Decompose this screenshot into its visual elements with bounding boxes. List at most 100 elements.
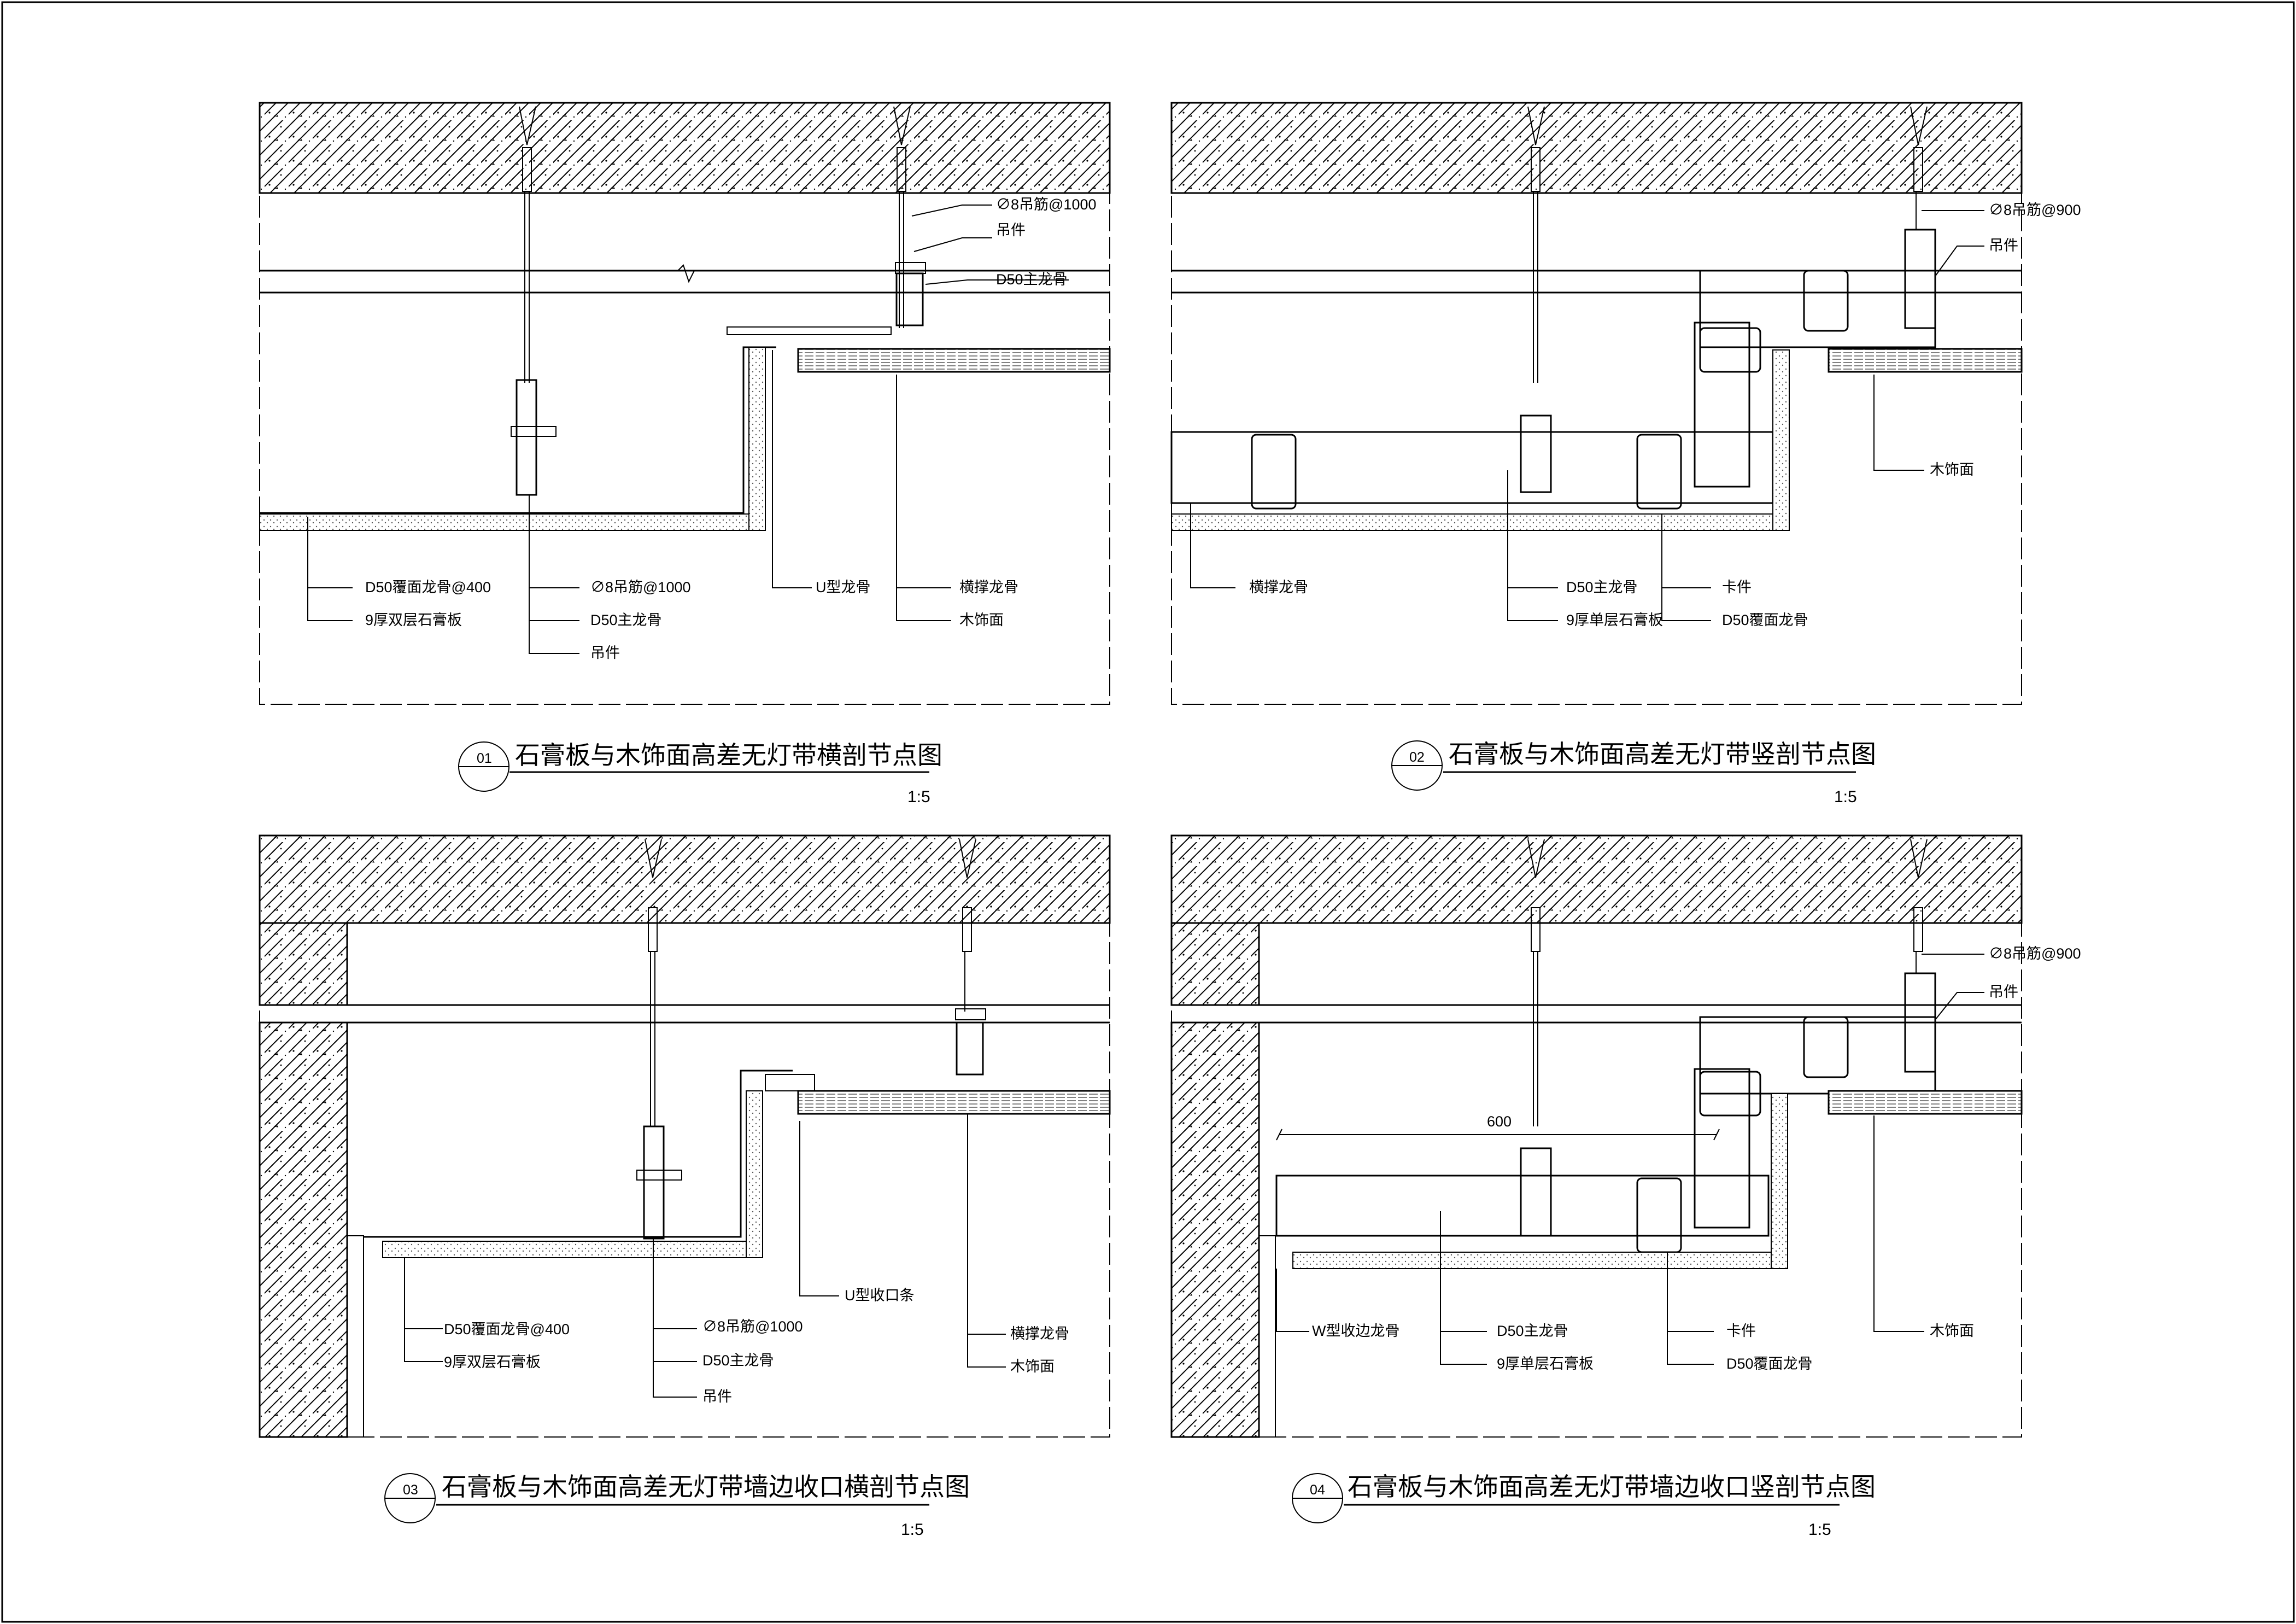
detail-title: 石膏板与木饰面高差无灯带墙边收口竖剖节点图: [1348, 1472, 1876, 1502]
label-main-keel: D50主龙骨: [590, 612, 662, 628]
u-trim-strip: [765, 1074, 815, 1091]
clip-profile: [1636, 1177, 1682, 1253]
label-cover-keel: D50覆面龙骨: [1722, 612, 1808, 628]
label-u-keel: U型龙骨: [816, 579, 871, 595]
label-main-keel: D50主龙骨: [1497, 1323, 1568, 1339]
concrete-slab: [1170, 102, 2023, 194]
hanger-rod-right: [955, 839, 986, 1076]
gypsum-board-profile: [364, 1070, 793, 1238]
label-wood-veneer: 木饰面: [1930, 462, 1974, 478]
label-u-trim: U型收口条: [845, 1287, 915, 1304]
detail-number: 04: [1310, 1482, 1325, 1498]
clip-profile: [1803, 270, 1849, 332]
label-gypsum-board: 9厚单层石膏板: [1566, 612, 1663, 628]
label-cover-keel: D50覆面龙骨@400: [444, 1321, 570, 1337]
gypsum-board-lower: [259, 513, 766, 531]
detail-number: 02: [1409, 750, 1425, 765]
label-gypsum-board: 9厚双层石膏板: [444, 1354, 541, 1370]
label-rod-spacing: ∅8吊筋@1000: [996, 196, 1097, 213]
detail-scale: 1:5: [1808, 1521, 1831, 1539]
gypsum-board-riser: [1772, 349, 1790, 531]
label-gypsum-board: 9厚单层石膏板: [1497, 1356, 1594, 1372]
panel-01: ∅8吊筋@1000 吊件 D50主龙骨 D50覆面龙骨@400 9厚双层石膏板 …: [259, 102, 1111, 806]
gypsum-board-riser: [746, 1090, 763, 1258]
clip-profile: [1636, 434, 1682, 510]
detail-scale: 1:5: [907, 788, 930, 806]
detail-title: 石膏板与木饰面高差无灯带墙边收口横剖节点图: [442, 1472, 970, 1502]
concrete-slab: [259, 834, 1111, 924]
label-cover-keel: D50覆面龙骨@400: [365, 579, 491, 595]
clip-profile: [1699, 327, 1761, 373]
label-rod-spacing: ∅8吊筋@900: [1989, 202, 2081, 218]
label-hanger: 吊件: [1989, 237, 2018, 254]
panel-frame: [1171, 835, 2022, 1438]
label-main-keel: D50主龙骨: [1566, 579, 1638, 595]
gypsum-board-lower: [1171, 513, 1790, 531]
cross-keel-run: [1170, 431, 1774, 504]
detail-title: 石膏板与木饰面高差无灯带竖剖节点图: [1449, 739, 1876, 769]
clip-profile: [1803, 1016, 1849, 1078]
hanger-rod-left: [511, 106, 557, 496]
leader-lines: [307, 205, 1069, 654]
hanger-rod-right: [893, 106, 926, 328]
clip-profile: [1251, 434, 1297, 510]
label-wood-veneer: 木饰面: [1930, 1323, 1974, 1339]
label-cross-keel: 横撑龙骨: [959, 579, 1018, 595]
hanger-rod-left: [1520, 839, 1552, 1237]
label-clip: 卡件: [1722, 579, 1752, 595]
label-hanger: 吊件: [590, 645, 620, 661]
label-cross-keel: 横撑龙骨: [1010, 1325, 1069, 1342]
label-rod-spacing: ∅8吊筋@900: [1989, 945, 2081, 962]
detail-title: 石膏板与木饰面高差无灯带横剖节点图: [515, 740, 942, 770]
dimension-600: [1276, 1129, 1720, 1141]
label-hanger: 吊件: [702, 1388, 732, 1405]
panel-03: D50覆面龙骨@400 9厚双层石膏板 ∅8吊筋@1000 D50主龙骨 吊件 …: [259, 834, 1111, 1539]
label-cover-keel: D50覆面龙骨: [1726, 1356, 1813, 1372]
label-main-keel: D50主龙骨: [702, 1352, 774, 1369]
label-cross-keel: 横撑龙骨: [1249, 579, 1308, 595]
detail-number: 03: [403, 1482, 418, 1498]
hanger-rod-left: [1520, 106, 1552, 493]
label-hanger: 吊件: [996, 222, 1026, 238]
gypsum-board-lower: [382, 1241, 763, 1258]
detail-scale: 1:5: [901, 1521, 924, 1539]
cross-keel-run: [1275, 1175, 1770, 1237]
label-rod-spacing: ∅8吊筋@1000: [702, 1318, 803, 1335]
dimension-label: 600: [1487, 1113, 1512, 1130]
wall-trim: [1258, 1235, 1276, 1438]
label-rod-spacing: ∅8吊筋@1000: [590, 579, 691, 595]
label-wood-veneer: 木饰面: [959, 612, 1004, 628]
concrete-slab: [1170, 834, 2023, 924]
main-keel-box: [1699, 1016, 1936, 1095]
concrete-wall-upper: [1170, 922, 1260, 1006]
concrete-wall-lower: [1170, 1021, 1260, 1438]
gypsum-board-riser: [748, 347, 766, 531]
gypsum-board-profile: [260, 346, 776, 514]
wood-veneer-board: [1828, 348, 2023, 373]
detail-scale: 1:5: [1834, 788, 1857, 806]
leader-lines: [1276, 954, 1984, 1365]
wood-veneer-board: [1828, 1090, 2023, 1115]
panel-04: 600 ∅8吊筋@900 吊件 W型收边龙骨 D50主龙骨 9厚单层石膏板 卡件…: [1170, 834, 2081, 1539]
label-w-edge-keel: W型收边龙骨: [1312, 1323, 1399, 1339]
leader-lines: [404, 1114, 1006, 1398]
concrete-wall-lower: [259, 1021, 348, 1438]
gypsum-board-lower: [1292, 1252, 1788, 1269]
gypsum-board-riser: [1771, 1093, 1788, 1269]
label-hanger: 吊件: [1989, 984, 2018, 1000]
wood-veneer-board: [797, 348, 1111, 373]
main-keel-riser: [1694, 322, 1750, 488]
label-wood-veneer: 木饰面: [1010, 1358, 1055, 1375]
label-main-keel: D50主龙骨: [996, 271, 1068, 288]
concrete-slab: [259, 102, 1111, 194]
detail-number: 01: [477, 751, 492, 766]
main-keel-box: [1699, 270, 1936, 348]
break-symbol: [677, 264, 695, 283]
wood-veneer-board: [797, 1090, 1111, 1115]
leader-lines: [1190, 210, 1984, 621]
panel-02: ∅8吊筋@900 吊件 木饰面 横撑龙骨 D50主龙骨 9厚单层石膏板 卡件 D…: [1170, 102, 2081, 806]
panel-frame: [259, 835, 1110, 1438]
clip-profile: [1699, 1071, 1761, 1117]
